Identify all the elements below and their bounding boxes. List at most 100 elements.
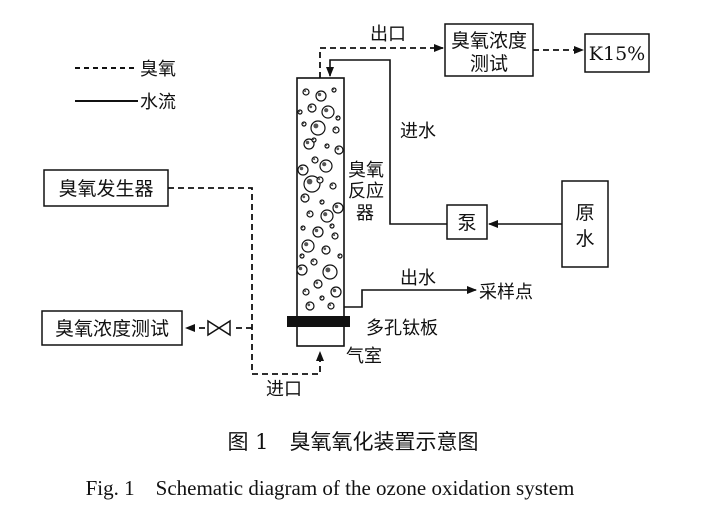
bubble xyxy=(327,302,335,310)
bubble-shade xyxy=(299,166,304,171)
bubble xyxy=(329,223,335,229)
bubble-shade xyxy=(325,144,328,147)
bubble-shade xyxy=(320,296,323,299)
bubble xyxy=(324,143,330,149)
bubble-shade xyxy=(336,147,340,151)
bubble-shade xyxy=(301,226,304,229)
bubble-shade xyxy=(314,228,319,233)
k15-label: K15% xyxy=(589,43,645,65)
bubble-shade xyxy=(304,242,309,247)
bubble xyxy=(329,182,337,190)
bubble xyxy=(300,225,306,231)
bubble xyxy=(306,210,314,218)
bubble-shade xyxy=(315,281,319,285)
bubble xyxy=(315,90,327,102)
ozone-generator-label: 臭氧发生器 xyxy=(58,178,153,200)
bubble-shade xyxy=(312,260,315,263)
bubble xyxy=(321,105,335,119)
caption-english: Fig. 1 Schematic diagram of the ozone ox… xyxy=(86,476,575,500)
bubble-shade xyxy=(330,224,333,227)
pump-box: 泵 xyxy=(446,204,488,240)
bubble-shade xyxy=(312,138,315,141)
bubble-shade xyxy=(333,234,336,237)
bubble-shade xyxy=(332,88,335,91)
bubble xyxy=(332,202,344,214)
bubble xyxy=(310,120,326,136)
bubble-shade xyxy=(320,200,323,203)
bubble-shade xyxy=(307,303,311,307)
water-flow-lines xyxy=(326,59,562,308)
bubble-shade xyxy=(313,158,316,161)
top-ozone-test-label-2: 测试 xyxy=(470,53,508,75)
bubble-shade xyxy=(304,290,307,293)
bubble-shade xyxy=(322,162,327,167)
bubble xyxy=(337,253,343,259)
water-out-line xyxy=(344,286,477,308)
legend-water-label: 水流 xyxy=(140,92,176,113)
bubble xyxy=(297,164,309,176)
bubble xyxy=(316,176,324,184)
bubble xyxy=(334,145,344,155)
bubble-shade xyxy=(308,212,311,215)
bubble xyxy=(321,245,331,255)
bubble xyxy=(296,264,308,276)
bubble xyxy=(310,258,318,266)
legend: 臭氧 水流 xyxy=(75,59,176,113)
bubble-shade xyxy=(302,122,305,125)
pump-to-reactor-line xyxy=(326,59,447,225)
left-ozone-test-label: 臭氧浓度测试 xyxy=(55,318,169,340)
bubble xyxy=(301,239,315,253)
bubble xyxy=(301,121,307,127)
bubble-shade xyxy=(300,254,303,257)
bubble-shade xyxy=(304,90,307,93)
bubble-shade xyxy=(318,178,321,181)
bubble-shade xyxy=(332,288,337,293)
bubble xyxy=(332,126,340,134)
bubble xyxy=(331,87,337,93)
raw-water-label-2: 水 xyxy=(575,228,594,250)
bubble xyxy=(335,115,341,121)
legend-ozone-label: 臭氧 xyxy=(140,59,176,80)
ozone-generator-box: 臭氧发生器 xyxy=(43,169,169,207)
bubble-shade xyxy=(302,195,306,199)
bubble-shade xyxy=(331,184,334,187)
bubble xyxy=(311,156,319,164)
bubble xyxy=(330,286,342,298)
k15-box: K15% xyxy=(584,33,650,73)
reactor-label-1: 臭氧 xyxy=(348,160,384,181)
bubble xyxy=(319,295,325,301)
porous-plate-label: 多孔钛板 xyxy=(366,318,438,339)
bubble-shade xyxy=(298,266,303,271)
bubble xyxy=(299,253,305,259)
bubble xyxy=(313,279,323,289)
water-in-label: 进水 xyxy=(400,121,436,142)
ozone-outlet-line xyxy=(319,44,444,78)
left-ozone-test-box: 臭氧浓度测试 xyxy=(41,310,183,346)
bubble xyxy=(312,226,324,238)
bubble xyxy=(300,193,310,203)
bubble xyxy=(302,288,310,296)
bubble-shade xyxy=(305,140,310,145)
inlet-label: 进口 xyxy=(266,379,302,400)
bubble xyxy=(311,137,317,143)
reactor-bubbles xyxy=(296,87,344,311)
raw-water-label-1: 原 xyxy=(575,202,594,224)
bubble-shade xyxy=(298,110,301,113)
bubble xyxy=(331,232,339,240)
bubble-shade xyxy=(306,178,313,185)
bubble xyxy=(322,264,338,280)
bubble-shade xyxy=(329,304,332,307)
bubble xyxy=(297,109,303,115)
sampling-point-label: 采样点 xyxy=(479,282,533,303)
porous-titanium-plate xyxy=(287,316,350,327)
bubble-shade xyxy=(334,204,339,209)
top-ozone-test-label-1: 臭氧浓度 xyxy=(451,30,527,52)
top-ozone-test-box: 臭氧浓度 测试 xyxy=(444,23,534,77)
bubble xyxy=(302,88,310,96)
reactor-label-3: 器 xyxy=(356,203,374,224)
bubble-shade xyxy=(336,116,339,119)
outlet-label: 出口 xyxy=(370,24,406,45)
bubble-shade xyxy=(323,247,327,251)
bubble-shade xyxy=(313,123,319,129)
